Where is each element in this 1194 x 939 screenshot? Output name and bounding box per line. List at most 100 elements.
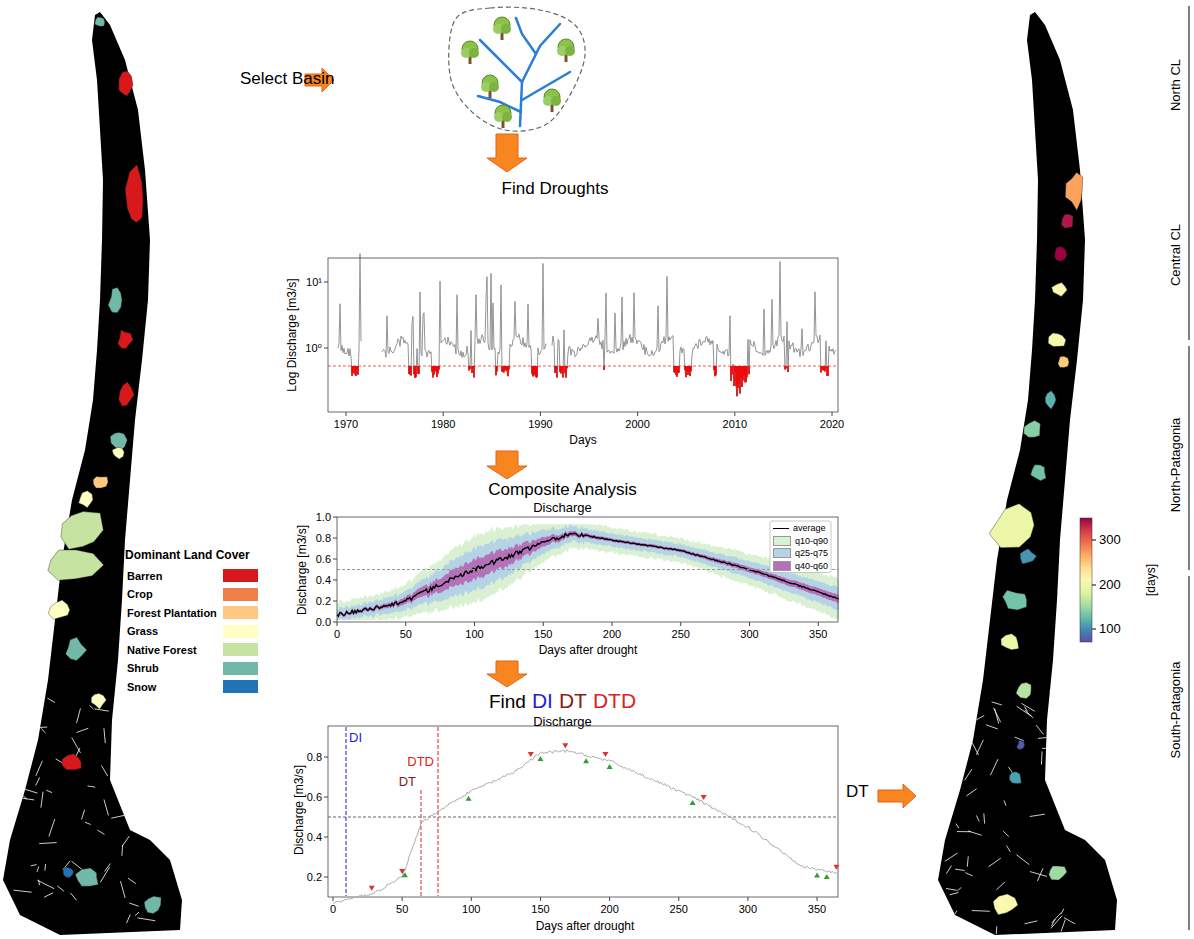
- axis-tick: [324, 797, 328, 798]
- basin-area: [95, 17, 105, 26]
- step-panel: FindDIDTDTDDischarge: [285, 688, 840, 936]
- chart-label: 0.2: [316, 595, 331, 608]
- chart-label: 0.8: [316, 532, 331, 545]
- axis-tick: [540, 897, 541, 901]
- chart-label: 10⁰: [305, 342, 322, 355]
- title-row: Composite Analysis: [285, 480, 840, 500]
- legend-text: Forest Plantation: [127, 607, 217, 619]
- drought-marks: [730, 366, 732, 381]
- fjord-texture: [14, 890, 32, 892]
- chart-label: 0.8: [307, 751, 322, 764]
- chart-label: Discharge [m3/s]: [293, 765, 307, 855]
- discharge-series: [338, 254, 361, 376]
- drought-marks: [495, 366, 497, 375]
- fjord-texture: [1050, 691, 1052, 697]
- drought-marks: [415, 366, 417, 377]
- peak-markers: [528, 752, 534, 757]
- drought-marks: [745, 366, 747, 382]
- chart-label: 0.0: [316, 616, 331, 629]
- legend-box: [770, 521, 831, 573]
- peak-markers: [537, 756, 543, 761]
- chart-label: Dominant Land Cover: [125, 549, 250, 563]
- axis-tick: [443, 412, 444, 416]
- legend-text: Barren: [127, 570, 217, 582]
- fjord-texture: [950, 893, 959, 895]
- basin-area: [62, 754, 81, 770]
- chart-label: 1980: [431, 418, 455, 431]
- chart-label: Days after drought: [536, 920, 635, 934]
- discharge-series: [552, 262, 836, 397]
- axis-tick: [333, 897, 334, 901]
- legend-swatch: [223, 662, 258, 675]
- basin-area: [1055, 247, 1067, 261]
- axis-tick: [333, 517, 337, 518]
- basin-area: [48, 550, 104, 580]
- basin-illustration: [462, 41, 478, 57]
- fjord-texture: [1036, 725, 1043, 734]
- axis-tick: [540, 412, 541, 416]
- fjord-texture: [122, 836, 129, 846]
- legend-line-sample: [773, 528, 789, 529]
- drought-marks: [714, 366, 716, 376]
- panel-title: Find: [489, 691, 526, 714]
- basin-illustration: [502, 112, 512, 122]
- chart-label: DT: [399, 775, 416, 790]
- basin-area: [1016, 683, 1031, 699]
- flow-arrow: [487, 134, 527, 172]
- basin-illustration: [544, 89, 560, 105]
- axis-tick: [817, 897, 818, 901]
- legend-entry: Forest Plantation: [127, 606, 258, 619]
- chart-label: 0.6: [316, 553, 331, 566]
- fjord-texture: [19, 798, 34, 800]
- basin-illustration: [469, 48, 479, 58]
- chart-label: Days after drought: [539, 644, 638, 658]
- fjord-texture: [120, 881, 125, 898]
- fjord-texture: [946, 865, 951, 873]
- fjord-texture: [944, 691, 1076, 935]
- basin-area: [112, 447, 124, 459]
- panel-title: DTD: [593, 688, 636, 713]
- chart-label: 2010: [723, 418, 747, 431]
- drought-marks: [433, 366, 435, 374]
- fjord-texture: [85, 822, 91, 824]
- axis-tick: [818, 622, 819, 626]
- drought-marks: [566, 366, 568, 368]
- drought-marks: [685, 366, 687, 377]
- chart-label: 100: [462, 903, 480, 916]
- fjord-texture: [36, 761, 43, 776]
- fjord-texture: [127, 915, 131, 924]
- fjord-texture: [100, 867, 109, 882]
- fjord-texture: [46, 790, 52, 792]
- axis-tick: [324, 757, 328, 758]
- axis-tick: [333, 538, 337, 539]
- drought-marks: [787, 366, 789, 372]
- drought-marks: [432, 366, 434, 377]
- legend-text: average: [793, 523, 826, 533]
- chart-label: 150: [534, 628, 552, 641]
- fjord-texture: [996, 926, 998, 934]
- drought-marks: [678, 366, 680, 373]
- fjord-texture: [37, 866, 39, 872]
- basin-illustration: [489, 82, 499, 92]
- axis-tick: [832, 412, 833, 416]
- drought-marks: [784, 366, 786, 370]
- drought-marks: [503, 366, 505, 373]
- axis-tick: [609, 897, 610, 901]
- fjord-texture: [1050, 749, 1056, 756]
- basin-area: [66, 637, 87, 660]
- region-bracket: [1189, 6, 1190, 340]
- basin-area: [1045, 391, 1056, 410]
- chart-label: 0.2: [307, 871, 322, 884]
- peak-markers: [814, 872, 820, 877]
- drought-marks: [822, 366, 824, 370]
- drought-marks: [508, 366, 510, 369]
- basin-area: [1061, 214, 1073, 228]
- drought-marks: [414, 366, 416, 378]
- drought-marks: [352, 366, 354, 373]
- title-row: FindDIDTDTD: [285, 688, 840, 714]
- discharge-series: [338, 254, 836, 397]
- fjord-texture: [72, 737, 81, 752]
- plot-frame: [337, 517, 838, 622]
